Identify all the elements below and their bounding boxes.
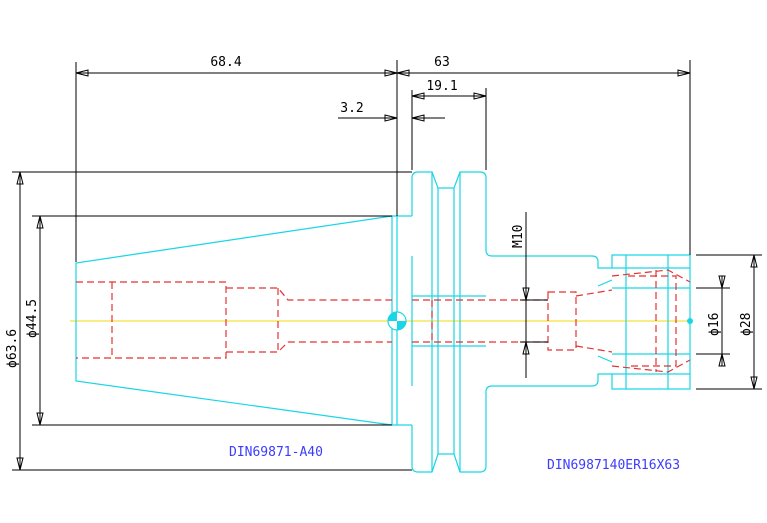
collet-seat	[611, 269, 691, 373]
dim-taper-length: 68.4	[210, 55, 241, 70]
dimensions: 68.4 63 19.1 3.2 M10 ϕ63.6	[5, 55, 762, 471]
dim-gap-length: 3.2	[340, 101, 363, 116]
dim-holder-length: 63	[434, 55, 450, 70]
hidden-features	[76, 269, 691, 373]
nut-center-dot	[687, 318, 693, 324]
part-outline	[75, 171, 691, 473]
retention-bore	[76, 281, 227, 359]
dim-bore-diameter: ϕ16	[707, 313, 722, 336]
dim-thread: M10	[511, 225, 526, 248]
dim-flange-length: 19.1	[426, 79, 457, 94]
gauge-point-symbol	[387, 311, 407, 331]
dim-flange-diameter: ϕ63.6	[5, 329, 20, 368]
holder-spec-label: DIN6987140ER16X63	[547, 458, 680, 473]
dim-taper-diameter: ϕ44.5	[25, 299, 40, 338]
taper-spec-label: DIN69871-A40	[229, 445, 323, 460]
dim-nut-diameter: ϕ28	[739, 313, 754, 336]
